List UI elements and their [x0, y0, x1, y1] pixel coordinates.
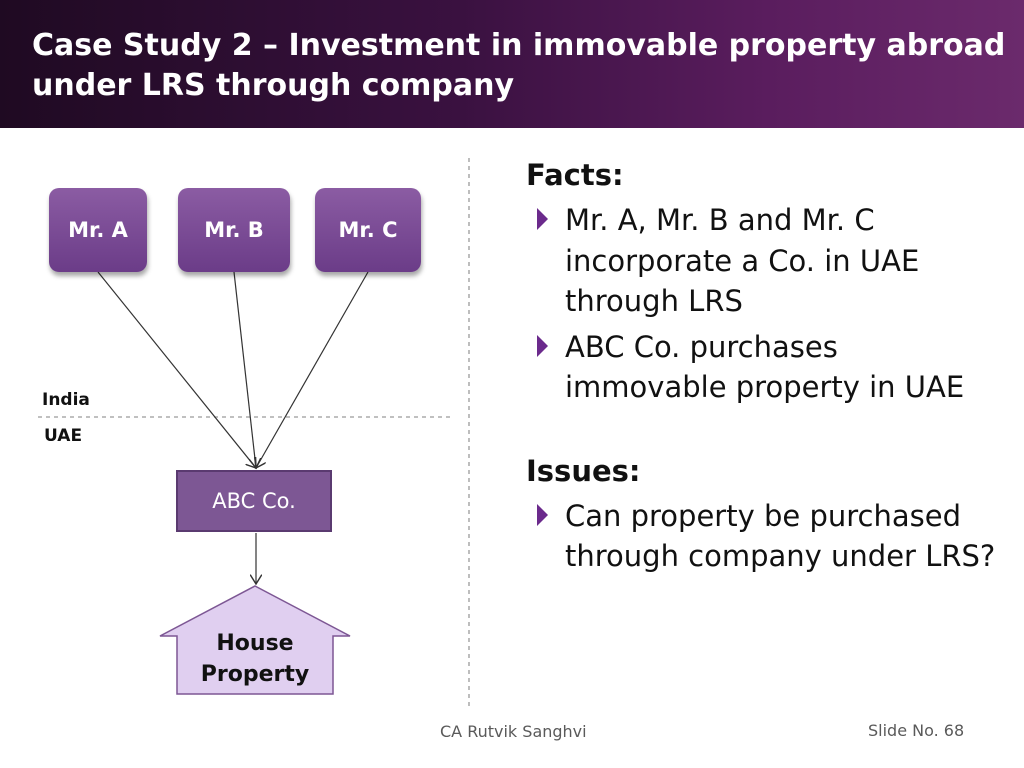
title-bar: Case Study 2 – Investment in immovable p… — [0, 0, 1024, 128]
person-node-a: Mr. A — [49, 188, 147, 272]
facts-heading: Facts: — [526, 158, 624, 192]
company-node: ABC Co. — [176, 470, 332, 532]
bullet-text: Can property be purchased through compan… — [565, 498, 996, 574]
issues-list: Can property be purchased through compan… — [526, 496, 1006, 577]
bullet-arrow-icon — [537, 334, 548, 357]
region-label-uae: UAE — [44, 426, 83, 446]
slide-title: Case Study 2 – Investment in immovable p… — [32, 28, 1006, 103]
person-label: Mr. B — [204, 218, 264, 242]
company-label: ABC Co. — [212, 489, 296, 513]
facts-list: Mr. A, Mr. B and Mr. C incorporate a Co.… — [526, 200, 1006, 408]
connector-b-to-abc — [233, 271, 256, 468]
person-label: Mr. C — [338, 218, 398, 242]
bullet-item: Can property be purchased through compan… — [526, 496, 1006, 577]
house-shape — [159, 585, 351, 695]
bullet-text: ABC Co. purchases immovable property in … — [565, 329, 965, 405]
bullet-arrow-icon — [537, 503, 548, 526]
slide-number: Slide No. 68 — [868, 721, 965, 740]
bullet-text: Mr. A, Mr. B and Mr. C incorporate a Co.… — [565, 203, 920, 318]
house-label-line: House — [216, 631, 294, 656]
bullet-arrow-icon — [537, 208, 548, 230]
content-panel: Facts: Mr. A, Mr. B and Mr. C incorporat… — [526, 155, 1006, 577]
region-label-india: India — [42, 390, 90, 410]
bullet-item: Mr. A, Mr. B and Mr. C incorporate a Co.… — [526, 200, 1006, 322]
person-node-b: Mr. B — [178, 188, 290, 272]
bullet-item: ABC Co. purchases immovable property in … — [526, 327, 1006, 408]
footer-author: CA Rutvik Sanghvi — [440, 722, 587, 741]
issues-heading: Issues: — [526, 453, 641, 488]
house-label-line: Property — [200, 662, 310, 687]
connector-c-to-abc — [256, 271, 369, 468]
person-node-c: Mr. C — [315, 188, 421, 272]
connector-a-to-abc — [97, 271, 256, 468]
person-label: Mr. A — [68, 218, 128, 242]
house-property-label: House Property — [160, 628, 350, 690]
